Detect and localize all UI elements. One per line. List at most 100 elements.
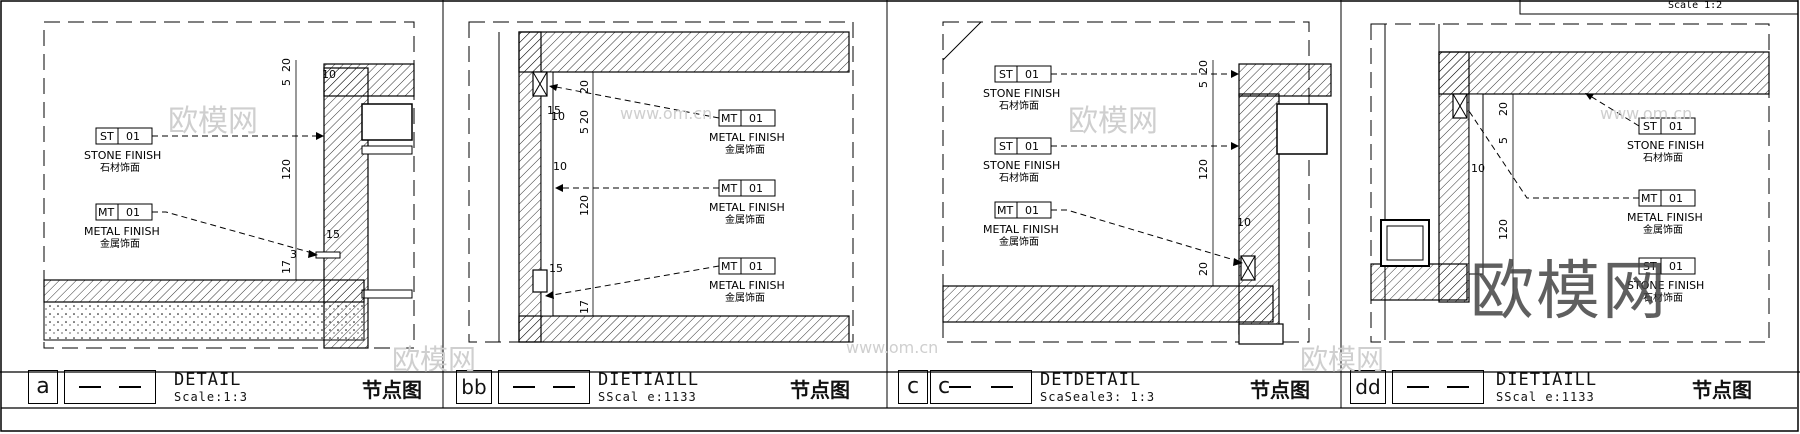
dim-a-15: 15: [326, 228, 340, 241]
callout-code: ST: [999, 68, 1013, 81]
detail-cn-title: 节点图: [790, 378, 850, 402]
dim-d-5: 5: [1497, 137, 1510, 144]
dim-c-20b: 20: [1197, 262, 1210, 276]
callout-finish: METAL FINISH: [1627, 211, 1703, 224]
detail-scale: ScaSeale3: 1:3: [1040, 390, 1156, 404]
callout-cn: 金属饰面: [999, 235, 1039, 248]
callout-a-metal: MT 01 METAL FINISH 金属饰面: [84, 203, 318, 258]
callout-code: MT: [997, 204, 1013, 217]
corner-scale: Scale 1:2: [1668, 0, 1722, 11]
dim-b-10b: 10: [553, 160, 567, 173]
callout-finish: STONE FINISH: [983, 159, 1060, 172]
title-block-d: dd DIETIAILL SScal e:1133 节点图: [1346, 366, 1766, 406]
callout-num: 01: [1669, 120, 1683, 133]
callout-b-metal-2: MT 01 METAL FINISH 金属饰面: [555, 179, 785, 226]
detail-number-box: [498, 370, 590, 404]
detail-letter: a: [28, 370, 58, 404]
callout-finish: STONE FINISH: [983, 87, 1060, 100]
callout-code: ST: [100, 130, 114, 143]
callout-code: MT: [721, 182, 737, 195]
callout-cn: 石材饰面: [1643, 291, 1683, 304]
dim-b-20b: 20: [578, 110, 591, 124]
detail-panel-c: 5 20 120 10 20 ST 01 STONE FINISH 石材饰面 S…: [942, 21, 1332, 345]
detail-letter: c: [898, 370, 928, 404]
callout-num: 01: [1669, 192, 1683, 205]
callout-cn: 金属饰面: [725, 291, 765, 304]
detail-cn-title: 节点图: [362, 378, 422, 402]
dim-a-3: 3: [290, 248, 297, 261]
logo-watermark: 欧模网: [1470, 255, 1668, 329]
dim-b-5: 5: [578, 127, 591, 134]
callout-cn: 石材饰面: [999, 171, 1039, 184]
dim-a-120: 120: [280, 159, 293, 180]
callout-c-stone-2: ST 01 STONE FINISH 石材饰面: [983, 137, 1239, 184]
callout-cn: 石材饰面: [999, 99, 1039, 112]
callout-finish: METAL FINISH: [709, 279, 785, 292]
detail-scale: Scale:1:3: [174, 390, 249, 404]
callout-code: MT: [1641, 192, 1657, 205]
dim-d-10: 10: [1471, 162, 1485, 175]
detail-title: DETDETAIL: [1040, 370, 1142, 390]
dim-c-20: 20: [1197, 60, 1210, 74]
callout-code: ST: [1643, 260, 1657, 273]
detail-letter-overlay: c: [938, 374, 951, 399]
callout-num: 01: [1669, 260, 1683, 273]
callout-code: ST: [1643, 120, 1657, 133]
callout-a-stone: ST 01 STONE FINISH 石材饰面: [84, 127, 324, 174]
callout-d-metal: MT 01 METAL FINISH 金属饰面: [1466, 107, 1703, 236]
dim-c-120: 120: [1197, 159, 1210, 180]
dim-b-10: 10: [551, 110, 565, 123]
callout-finish: METAL FINISH: [983, 223, 1059, 236]
callout-num: 01: [1025, 140, 1039, 153]
dim-b-20a: 20: [578, 80, 591, 94]
callout-code: MT: [98, 206, 114, 219]
callout-cn: 金属饰面: [1643, 223, 1683, 236]
callout-finish: STONE FINISH: [84, 149, 161, 162]
dim-b-15b: 15: [547, 104, 561, 117]
detail-number-box: [1392, 370, 1484, 404]
detail-title: DIETIAILL: [598, 370, 700, 390]
title-block-a: a DETAIL Scale:1:3 节点图: [24, 366, 436, 406]
detail-title: DIETIAILL: [1496, 370, 1598, 390]
dim-d-120: 120: [1497, 219, 1510, 240]
callout-cn: 金属饰面: [725, 143, 765, 156]
callout-d-stone-1: ST 01 STONE FINISH 石材饰面: [1585, 93, 1704, 164]
callout-num: 01: [1025, 68, 1039, 81]
callout-cn: 石材饰面: [1643, 151, 1683, 164]
callout-cn: 石材饰面: [100, 161, 140, 174]
detail-title: DETAIL: [174, 370, 242, 390]
callout-code: MT: [721, 260, 737, 273]
callout-b-metal-3: MT 01 METAL FINISH 金属饰面: [545, 257, 785, 304]
callout-finish: METAL FINISH: [709, 201, 785, 214]
dim-c-5: 5: [1197, 81, 1210, 88]
detail-cn-title: 节点图: [1692, 378, 1752, 402]
detail-cn-title: 节点图: [1250, 378, 1310, 402]
detail-letter: dd: [1350, 370, 1386, 404]
dim-a-20: 20: [280, 58, 293, 72]
callout-finish: METAL FINISH: [709, 131, 785, 144]
callout-b-metal-1: MT 01 METAL FINISH 金属饰面: [549, 84, 785, 156]
dim-b-17: 17: [578, 300, 591, 314]
callout-num: 01: [126, 206, 140, 219]
callout-finish: METAL FINISH: [84, 225, 160, 238]
detail-panel-a: 5 20 10 120 17 3 15 ST 01 STONE FINISH 石…: [43, 21, 415, 349]
dim-a-5: 5: [280, 79, 293, 86]
dim-b-15: 15: [549, 262, 563, 275]
callout-num: 01: [749, 112, 763, 125]
callout-c-stone-1: ST 01 STONE FINISH 石材饰面: [983, 65, 1239, 112]
detail-letter: bb: [456, 370, 492, 404]
detail-panel-d: 20 5 10 120 ST 01 STONE FINISH 石材饰面 MT 0…: [1370, 23, 1770, 343]
title-block-b: bb DIETIAILL SScal e:1133 节点图: [452, 366, 864, 406]
callout-num: 01: [126, 130, 140, 143]
callout-cn: 金属饰面: [100, 237, 140, 250]
detail-scale: SScal e:1133: [1496, 390, 1595, 404]
detail-number-box: [64, 370, 156, 404]
callout-d-stone-2: ST 01 STONE FINISH 石材饰面: [1627, 257, 1704, 304]
callout-num: 01: [749, 260, 763, 273]
detail-panel-b: 20 20 5 10 120 17 15 10 15 MT 01 METAL F…: [468, 21, 854, 343]
dim-b-120: 120: [578, 195, 591, 216]
dim-a-17: 17: [280, 260, 293, 274]
title-block-c: c c DETDETAIL ScaSeale3: 1:3 节点图: [894, 366, 1324, 406]
